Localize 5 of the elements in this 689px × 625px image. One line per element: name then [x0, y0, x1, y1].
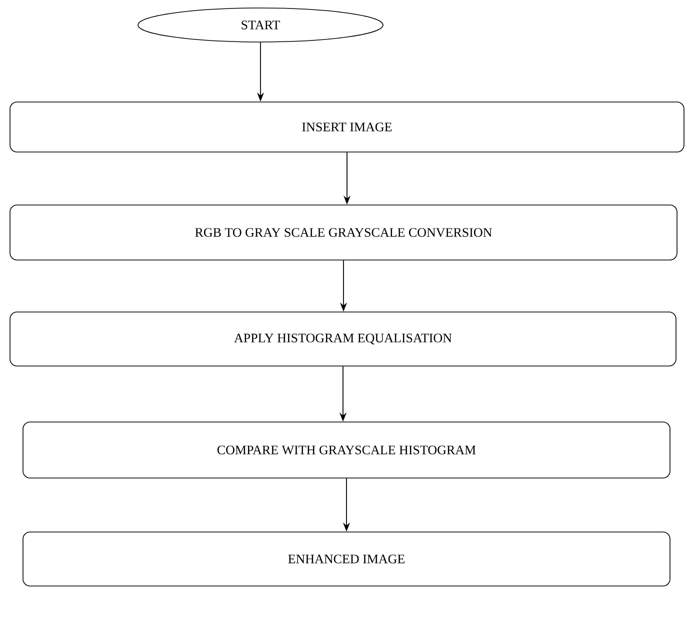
process-box: COMPARE WITH GRAYSCALE HISTOGRAM	[22, 422, 670, 478]
process-box: RGB TO GRAY SCALE GRAYSCALE CONVERSION	[10, 204, 678, 260]
process-box: INSERT IMAGE	[10, 102, 684, 152]
process-box: ENHANCED IMAGE	[22, 532, 670, 586]
process-box: APPLY HISTOGRAM EQUALISATION	[10, 312, 676, 366]
